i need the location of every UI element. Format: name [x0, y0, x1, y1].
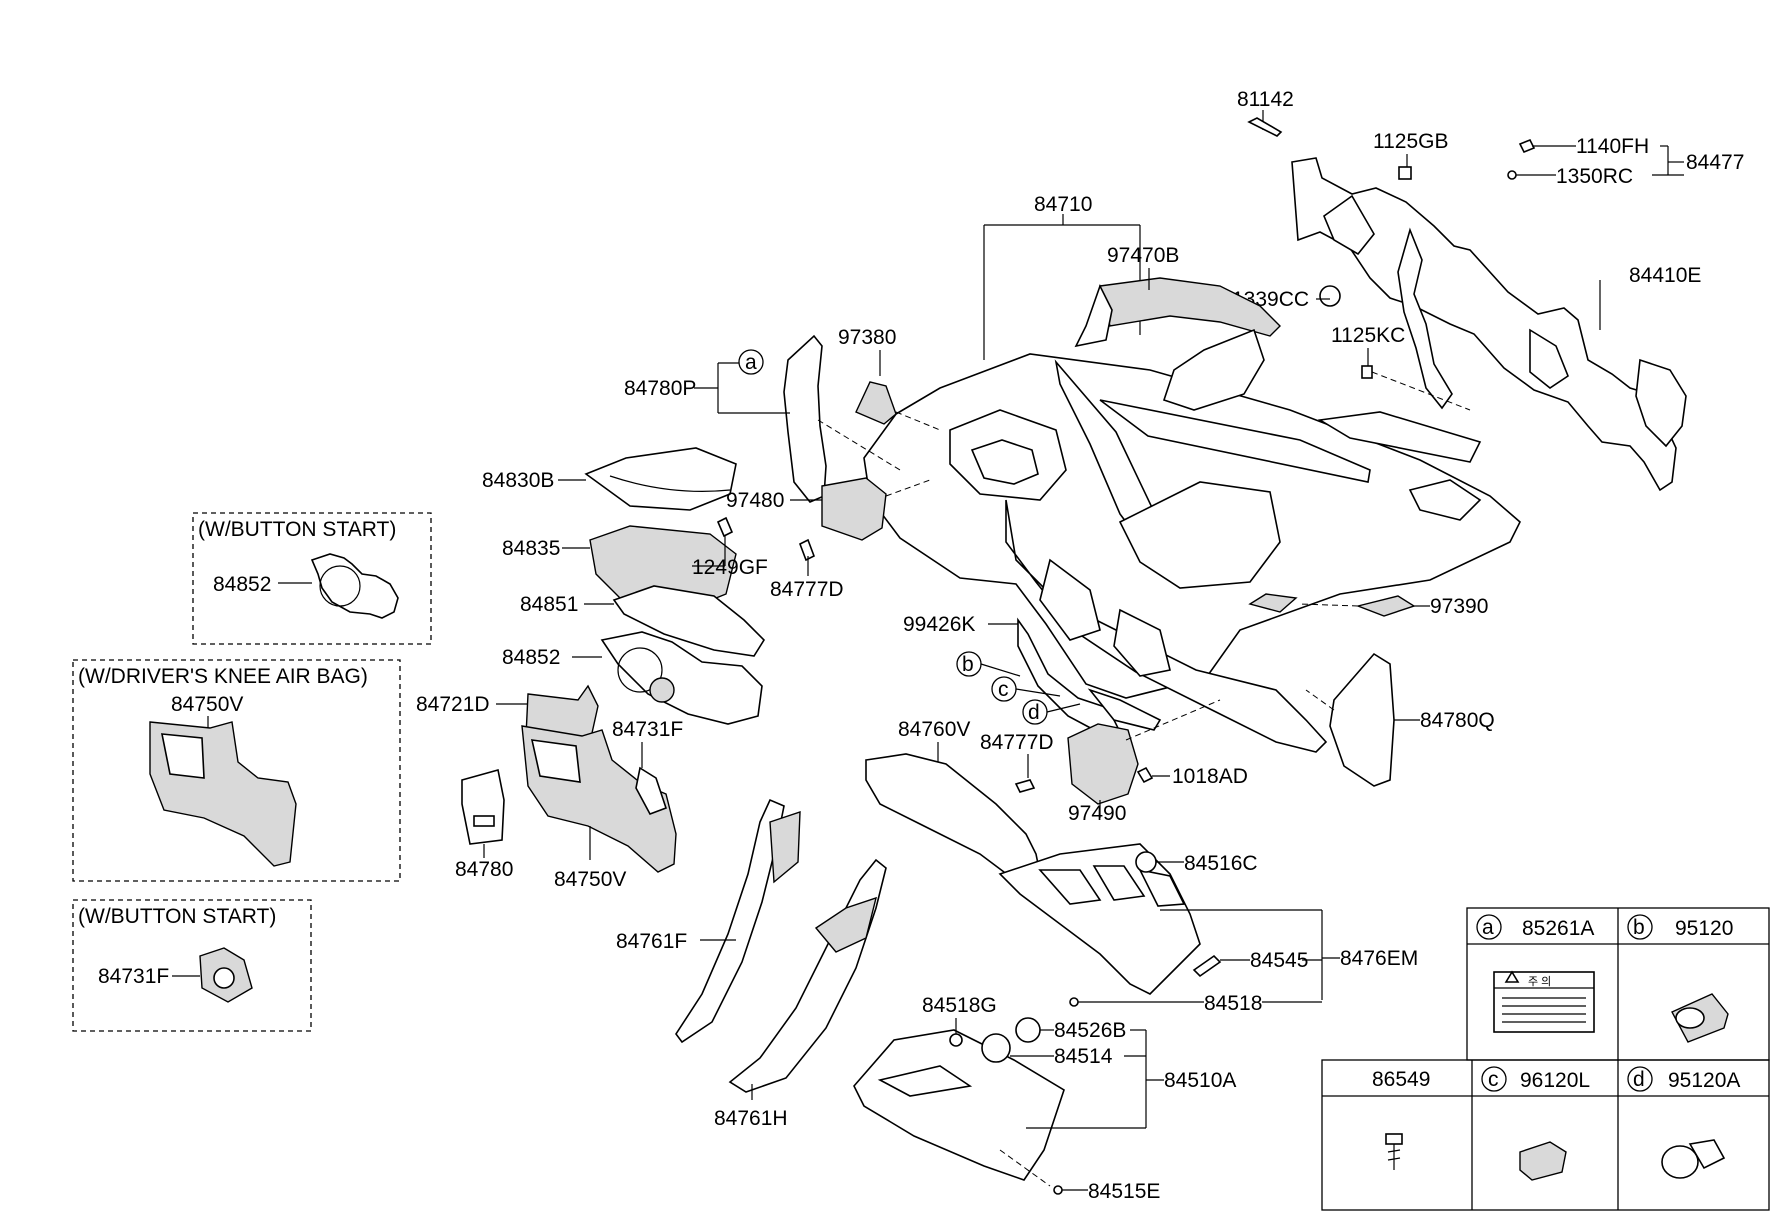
part-label: 84835: [502, 537, 560, 560]
part-label: 84777D: [770, 578, 844, 601]
cowl-cross-bar-84410E: [1291, 157, 1687, 492]
part-label: 84761H: [714, 1107, 788, 1130]
legend-part-number: 85261A: [1522, 917, 1594, 940]
option-box-title: (W/BUTTON START): [198, 518, 396, 541]
legend-letter: d: [1633, 1068, 1645, 1091]
legend-letter: a: [1482, 916, 1494, 939]
option-box-title: (W/BUTTON START): [78, 905, 276, 928]
part-label: 97380: [838, 326, 896, 349]
legend-cell-86549: 86549: [1372, 1068, 1430, 1170]
part-label: 97480: [726, 489, 784, 512]
legend-cell-d: d 95120A: [1627, 1066, 1740, 1179]
glove-box-84510A: 84518G 84526B 84514 84510A 84515E: [853, 994, 1236, 1203]
garnish-84760V: 84760V: [865, 718, 1041, 885]
part-label: 84710: [1034, 193, 1092, 216]
part-label: 1125KC: [1331, 324, 1405, 347]
part-label: 84852: [213, 573, 271, 596]
switch-84731F: 84731F: [612, 718, 683, 815]
part-label: 84777D: [980, 731, 1054, 754]
part-label: 1018AD: [1172, 765, 1248, 788]
part-label: 1249GF: [692, 556, 768, 579]
legend-part-number: 95120A: [1668, 1069, 1740, 1092]
glove-box-housing-8476EM: 84516C 8476EM 84545 84518: [998, 843, 1418, 1015]
part-label: 8476EM: [1340, 947, 1418, 970]
legend-table: a 85261A 주 의 b 95120 86549: [1321, 907, 1770, 1211]
part-label: 97470B: [1107, 244, 1179, 267]
air-vent-97480: 97480: [726, 477, 931, 541]
legend-letter: b: [1633, 916, 1645, 939]
part-label: 99426K: [903, 613, 975, 636]
lower-panel-84750V: 84750V: [521, 725, 677, 891]
part-label: 84750V: [554, 868, 626, 891]
part-label: 84780Q: [1420, 709, 1495, 732]
legend-part-number: 96120L: [1520, 1069, 1590, 1092]
legend-cell-c: c 96120L: [1481, 1066, 1590, 1181]
side-cover-84780P: 84780P a: [624, 334, 901, 503]
bracket-84851: 84851: [520, 585, 766, 657]
part-label: 84518: [1204, 992, 1262, 1015]
part-label: 84477: [1686, 151, 1744, 174]
legend-cell-a: a 85261A 주 의: [1476, 914, 1595, 1033]
part-label: 84518G: [922, 994, 997, 1017]
pillar-84761F: 84761F: [616, 798, 801, 1044]
part-label: 1140FH: [1576, 135, 1649, 158]
part-label: 81142: [1237, 88, 1294, 111]
part-label: 97490: [1068, 802, 1126, 825]
part-label: 1350RC: [1556, 165, 1633, 188]
option-box-button-start-lower: (W/BUTTON START) 84731F: [72, 899, 312, 1032]
cover-84830B: 84830B: [482, 447, 737, 511]
part-label: 84510A: [1164, 1069, 1236, 1092]
part-label: 84514: [1054, 1045, 1113, 1068]
legend-warning-label: 주 의: [1528, 975, 1551, 988]
part-label: 84830B: [482, 469, 554, 492]
part-label: 84761F: [616, 930, 687, 953]
part-label: 84545: [1250, 949, 1308, 972]
part-label: 84721D: [416, 693, 490, 716]
callout-letter: d: [1028, 701, 1040, 724]
part-label: 84780: [455, 858, 513, 881]
callout-letter: b: [962, 653, 974, 676]
part-label: 84526B: [1054, 1019, 1126, 1042]
part-label: 84410E: [1629, 264, 1701, 287]
legend-letter: c: [1488, 1068, 1499, 1091]
crash-pad-84710: 84710: [863, 193, 1521, 753]
legend-part-number: 95120: [1675, 917, 1733, 940]
garnish-97390: 97390: [1299, 595, 1488, 618]
part-label: 84731F: [612, 718, 683, 741]
part-label: 84851: [520, 593, 578, 616]
bracket-99426K: 99426K b c d: [903, 613, 1162, 733]
part-label: 97390: [1430, 595, 1488, 618]
callout-letter: c: [998, 678, 1009, 701]
screw-84777D-upper: 84777D: [770, 538, 844, 601]
part-label: 84760V: [898, 718, 970, 741]
part-label: 84852: [502, 646, 560, 669]
part-label: 84780P: [624, 377, 696, 400]
cover-84780: 84780: [455, 768, 513, 881]
air-vent-97490: 97490 1018AD: [1067, 699, 1248, 825]
option-box-title: (W/DRIVER'S KNEE AIR BAG): [78, 665, 368, 688]
legend-part-number: 86549: [1372, 1068, 1430, 1091]
part-label: 84750V: [171, 693, 243, 716]
part-label: 1125GB: [1373, 130, 1449, 153]
part-label: 84731F: [98, 965, 169, 988]
legend-cell-b: b 95120: [1627, 914, 1733, 1043]
side-cover-84780Q: 84780Q: [1305, 652, 1495, 787]
shroud-84852: 84852: [502, 631, 763, 725]
bracket-84835: 84835: [502, 525, 737, 615]
option-box-button-start-upper: (W/BUTTON START) 84852: [192, 512, 432, 645]
screw-84777D-lower: 84777D: [980, 731, 1054, 793]
callout-letter: a: [745, 351, 757, 374]
part-label: 84515E: [1088, 1180, 1160, 1203]
option-box-knee-airbag: (W/DRIVER'S KNEE AIR BAG) 84750V: [72, 659, 401, 882]
part-label: 84516C: [1184, 852, 1258, 875]
pillar-84761H: 84761H: [714, 858, 887, 1130]
screw-1249GF: 1249GF: [692, 516, 768, 579]
